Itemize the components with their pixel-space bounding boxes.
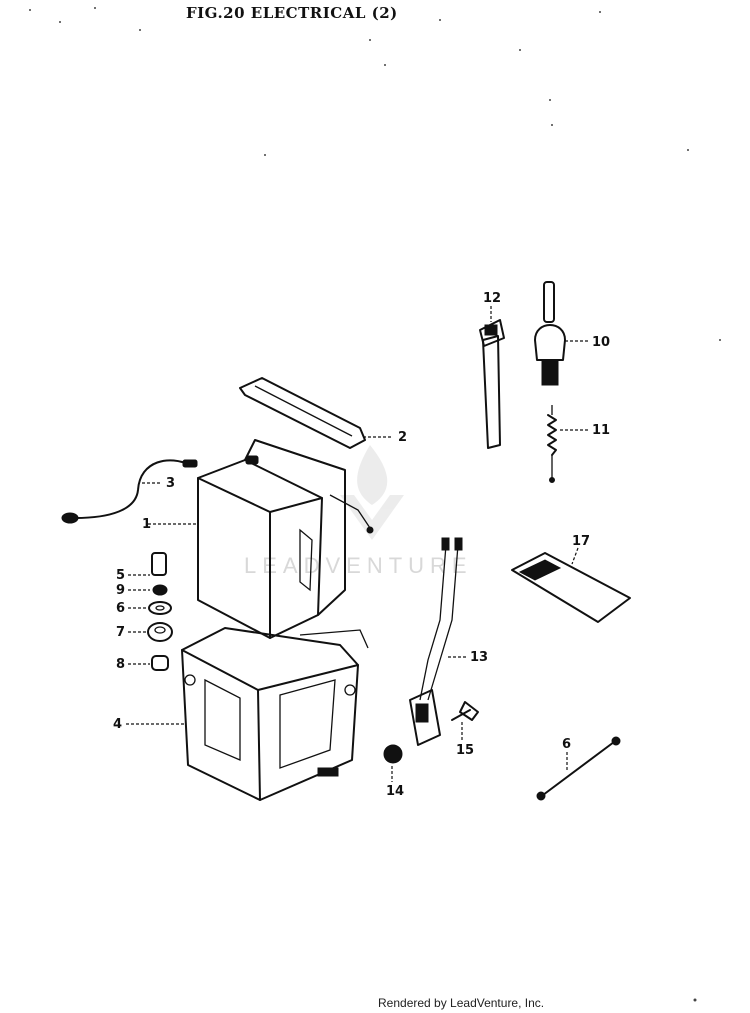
callout-14: 14 xyxy=(386,784,404,799)
callout-11: 11 xyxy=(592,423,610,438)
leader-lines xyxy=(126,306,590,782)
battery-case xyxy=(181,627,369,801)
fuse-holder xyxy=(479,319,505,449)
callout-1: 1 xyxy=(142,517,151,532)
callout-4: 4 xyxy=(113,717,122,732)
battery-strap xyxy=(239,377,366,449)
callout-2: 2 xyxy=(398,430,407,445)
callout-6-right: 6 xyxy=(562,737,571,752)
page-title: FIG.20 ELECTRICAL (2) xyxy=(186,4,398,22)
scan-noise xyxy=(29,7,721,1002)
callout-13: 13 xyxy=(470,650,488,665)
callout-10: 10 xyxy=(592,335,610,350)
watermark-text: LEADVENTURE xyxy=(244,553,473,578)
watermark-logo xyxy=(340,445,404,540)
callout-3: 3 xyxy=(166,476,175,491)
battery-cable xyxy=(61,459,198,524)
ground-cable xyxy=(536,736,621,801)
callout-7: 7 xyxy=(116,625,125,640)
callout-15: 15 xyxy=(456,743,474,758)
callout-9: 9 xyxy=(116,583,125,598)
callout-17: 17 xyxy=(572,534,590,549)
screw xyxy=(451,701,479,721)
label-pad xyxy=(511,552,631,623)
callout-5: 5 xyxy=(116,568,125,583)
mounting-hardware xyxy=(147,552,173,671)
spring xyxy=(547,405,557,483)
wire-lead xyxy=(409,537,463,746)
callout-6-left: 6 xyxy=(116,601,125,616)
cap-nut xyxy=(383,744,403,764)
callout-12: 12 xyxy=(483,291,501,306)
relay xyxy=(534,281,566,386)
callout-8: 8 xyxy=(116,657,125,672)
callouts: 1 2 3 4 5 9 6 7 8 12 10 11 17 13 14 15 6 xyxy=(113,291,610,799)
footer-credit: Rendered by LeadVenture, Inc. xyxy=(378,996,545,1010)
battery xyxy=(197,439,374,639)
